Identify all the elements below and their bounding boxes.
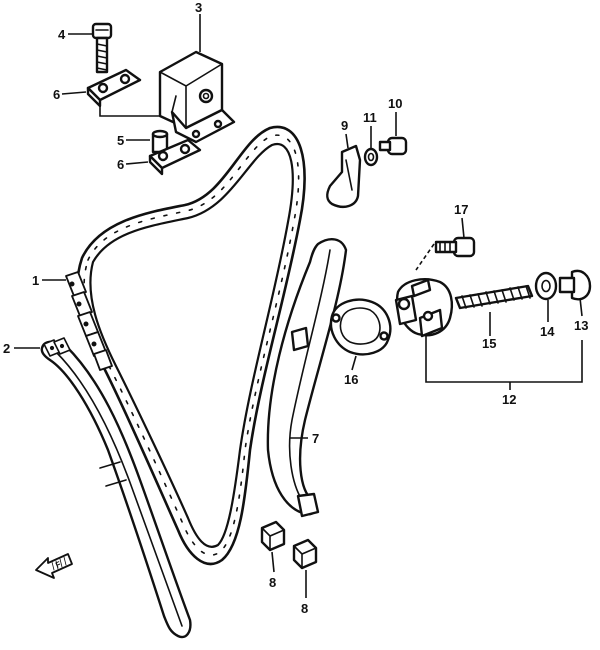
callout-6-lower: 6 [117,157,124,172]
chain-guide [40,337,192,639]
callout-1: 1 [32,273,39,288]
callout-13: 13 [574,318,588,333]
tensioner-body [394,278,454,338]
callout-3: 3 [195,0,202,15]
washer-14 [534,271,558,301]
callout-12: 12 [502,392,516,407]
callout-2: 2 [3,341,10,356]
guide-bracket-9 [326,144,362,208]
callout-6-upper: 6 [53,87,60,102]
washer-11 [363,147,379,167]
callout-17: 17 [454,202,468,217]
callout-4: 4 [58,27,66,42]
callouts: 1 2 3 4 5 6 6 7 8 8 9 10 11 12 13 14 15 … [3,0,588,616]
dowel-pin [151,129,169,154]
cushion-8-a [260,520,286,552]
callout-7: 7 [312,431,319,446]
callout-14: 14 [540,324,555,339]
callout-16: 16 [344,372,358,387]
leader-lines [14,14,583,598]
bolt-17 [434,236,476,258]
cushion-8-b [292,538,318,570]
cam-chain [65,125,306,566]
callout-8-a: 8 [269,575,276,590]
plate-6-lower [148,138,202,176]
bolt-4 [91,22,113,74]
callout-11: 11 [363,110,377,125]
callout-10: 10 [388,96,402,111]
gasket-16 [329,298,392,356]
callout-15: 15 [482,336,496,351]
callout-5: 5 [117,133,124,148]
forward-arrow-label: F [54,560,62,570]
plate-6-upper [86,68,142,108]
forward-arrow-icon: F [35,553,73,579]
chain-tensioner-guide [266,238,348,518]
bolt-10 [378,136,408,156]
callout-9: 9 [341,118,348,133]
spring-15 [454,284,534,310]
chain-guide-holder [158,50,236,144]
guide-top-links [43,337,71,357]
cap-bolt-13 [558,269,592,301]
chain-links [65,271,113,371]
callout-8-b: 8 [301,601,308,616]
